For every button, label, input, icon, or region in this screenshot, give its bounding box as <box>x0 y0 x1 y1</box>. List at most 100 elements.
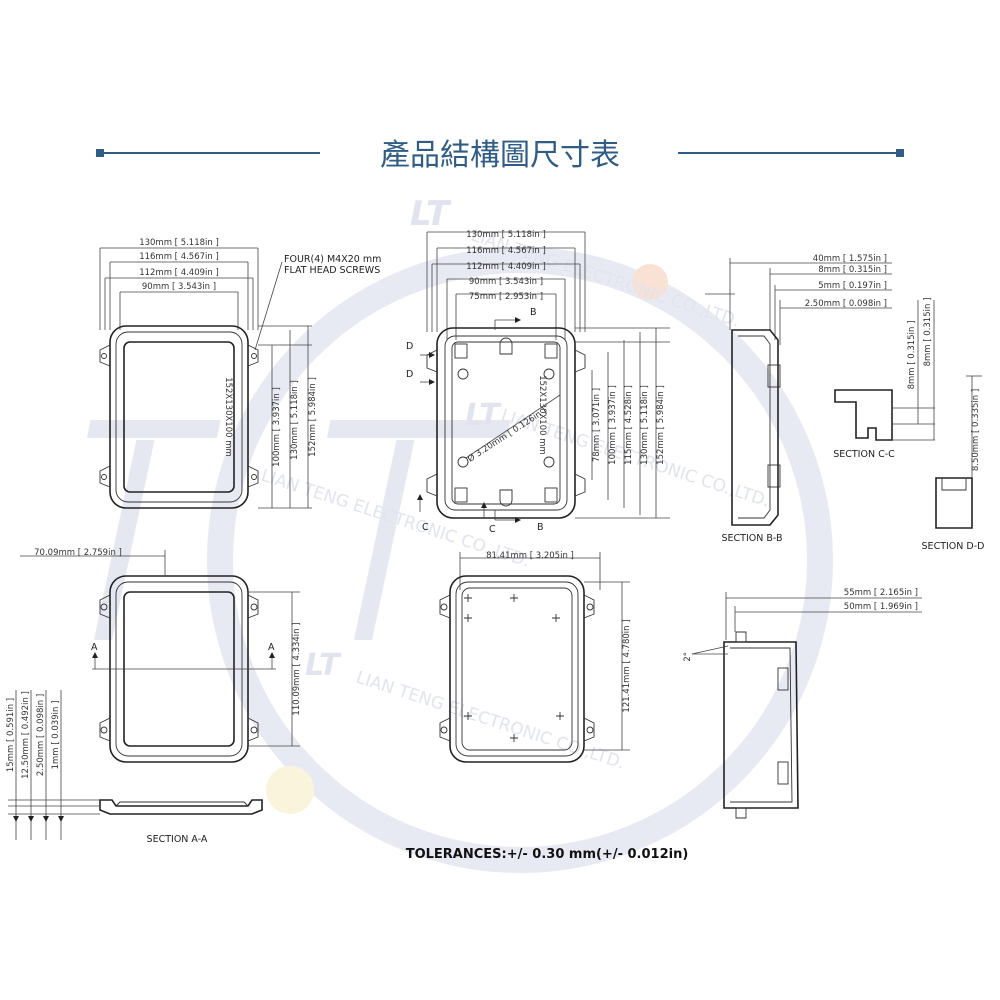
watermark-bar <box>326 420 511 438</box>
dimension-label: 12.50mm [ 0.492in ] <box>21 691 31 779</box>
dimension-label: 112mm [ 4.409in ] <box>139 268 219 278</box>
boss <box>457 456 469 468</box>
view-base: 81.41mm [ 3.205in ] 121.41mm [ 4.780in ] <box>439 551 632 763</box>
section-marker-d: D <box>406 341 413 352</box>
dimension-label: 1mm [ 0.039in ] <box>51 701 61 770</box>
dimension-label: 100mm [ 3.937in ] <box>608 385 618 465</box>
page-title: 產品結構圖尺寸表 <box>380 138 620 173</box>
screw-hole <box>251 353 257 359</box>
section-profile <box>99 799 263 815</box>
dimension-label: 121.41mm [ 4.780in ] <box>622 619 632 712</box>
watermark-bar <box>86 420 221 438</box>
watermark-dot-yellow <box>266 766 314 814</box>
section-label: SECTION D-D <box>922 541 985 552</box>
base-outline <box>449 575 585 763</box>
dimension-label: 90mm [ 3.543in ] <box>142 282 216 292</box>
screw-hole <box>586 603 594 611</box>
screw-hole <box>440 603 448 611</box>
section-bb: 40mm [ 1.575in ] 8mm [ 0.315in ] 5mm [ 0… <box>705 254 892 544</box>
section-label: SECTION B-B <box>722 533 783 544</box>
dimension-label: 152mm [ 5.984in ] <box>656 385 666 465</box>
watermark-logo: LT <box>410 194 452 234</box>
watermark-logo: LT <box>465 398 502 433</box>
dimension-label: 2.50mm [ 0.098in ] <box>36 694 46 776</box>
section-profile <box>731 329 779 526</box>
screw-hole <box>101 353 107 359</box>
dimension-label: 55mm [ 2.165in ] <box>844 588 918 598</box>
dimension-label: 110.09mm [ 4.334in ] <box>292 622 302 715</box>
enclosure-outline <box>109 325 249 509</box>
dimension-label: 130mm [ 5.118in ] <box>466 230 546 240</box>
screw-hole <box>100 603 108 611</box>
screw-hole <box>586 726 594 734</box>
dimension-label: 8mm [ 0.315in ] <box>923 298 933 367</box>
screw-note: FOUR(4) M4X20 mm <box>284 254 381 265</box>
side-profile <box>723 641 799 809</box>
screw-note: FLAT HEAD SCREWS <box>284 265 380 276</box>
dimension-label: 116mm [ 4.567in ] <box>466 246 546 256</box>
dimension-label: 40mm [ 1.575in ] <box>813 254 887 264</box>
watermark-bar <box>93 440 155 640</box>
dimension-label: 8mm [ 0.315in ] <box>818 265 887 275</box>
dimension-label: 70.09mm [ 2.759in ] <box>34 548 122 558</box>
mount-crosses <box>464 594 564 742</box>
dimension-label: 81.41mm [ 3.205in ] <box>486 551 574 561</box>
dimension-label: 112mm [ 4.409in ] <box>466 262 546 272</box>
section-marker-d: D <box>406 369 413 380</box>
view-lid: 70.09mm [ 2.759in ] A A 110.09mm [ 4.334… <box>20 548 302 763</box>
section-marker-a: A <box>91 642 98 653</box>
dimension-label: 115mm [ 4.528in ] <box>624 385 634 465</box>
section-aa: 15mm [ 0.591in ] 12.50mm [ 0.492in ] 2.5… <box>6 690 263 845</box>
box-label-text: 152X130X100 mm <box>537 375 547 455</box>
screw-hole <box>100 726 108 734</box>
watermark-bar <box>353 440 415 640</box>
screw-hole <box>101 474 107 480</box>
boss <box>543 456 555 468</box>
lid-window <box>123 341 235 493</box>
enclosure-outline <box>436 327 576 519</box>
leader-line <box>254 261 283 351</box>
title-block: 產品結構圖尺寸表 <box>96 138 904 173</box>
section-marker-b: B <box>537 522 544 533</box>
dimension-label: 8mm [ 0.315in ] <box>907 321 917 390</box>
dimension-label: 116mm [ 4.567in ] <box>139 252 219 262</box>
dimension-label: 8.50mm [ 0.335in ] <box>971 389 981 471</box>
dimension-label: 5mm [ 0.197in ] <box>818 281 887 291</box>
section-marker-a: A <box>268 642 275 653</box>
title-square-left <box>96 149 104 157</box>
section-label: SECTION A-A <box>147 834 208 845</box>
watermark-dot-red <box>632 264 668 300</box>
screw-hole <box>440 726 448 734</box>
dimension-label: 152mm [ 5.984in ] <box>308 377 318 457</box>
watermark-logo: LT <box>305 648 342 683</box>
view-side: 55mm [ 2.165in ] 50mm [ 1.969in ] 2° <box>683 588 922 819</box>
screw-hole <box>250 603 258 611</box>
dimension-label: 130mm [ 5.118in ] <box>139 238 219 248</box>
section-label: SECTION C-C <box>833 449 895 460</box>
boss <box>457 368 469 380</box>
section-profile <box>935 477 973 529</box>
dimension-label: 50mm [ 1.969in ] <box>844 602 918 612</box>
boss <box>543 368 555 380</box>
watermark-text: LIAN TENG ELECTRONIC CO.,LTD. <box>353 668 627 774</box>
draft-angle-label: 2° <box>683 652 693 662</box>
dimension-label: 100mm [ 3.937in ] <box>272 387 282 467</box>
dimension-label: 130mm [ 5.118in ] <box>290 380 300 460</box>
view-top: 130mm [ 5.118in ] 116mm [ 4.567in ] 112m… <box>99 238 381 509</box>
dimension-label: 75mm [ 2.953in ] <box>469 292 543 302</box>
dimension-label: 78mm [ 3.071in ] <box>592 388 602 462</box>
dimension-label: 15mm [ 0.591in ] <box>6 698 16 772</box>
dimension-label: 90mm [ 3.543in ] <box>469 277 543 287</box>
section-cc: 8mm [ 0.315in ] 8mm [ 0.315in ] SECTION … <box>833 298 935 460</box>
lid-label-text: 152X130X100 mm <box>223 377 233 457</box>
tolerances-note: TOLERANCES:+/- 0.30 mm(+/- 0.012in) <box>406 847 689 862</box>
screw-hole <box>250 726 258 734</box>
title-square-right <box>896 149 904 157</box>
screw-hole <box>251 474 257 480</box>
section-marker-c: C <box>422 522 429 533</box>
section-dd: 8.50mm [ 0.335in ] SECTION D-D <box>922 375 985 552</box>
dimension-label: 2.50mm [ 0.098in ] <box>805 299 887 309</box>
section-marker-b: B <box>530 307 537 318</box>
section-marker-c: C <box>489 524 496 535</box>
